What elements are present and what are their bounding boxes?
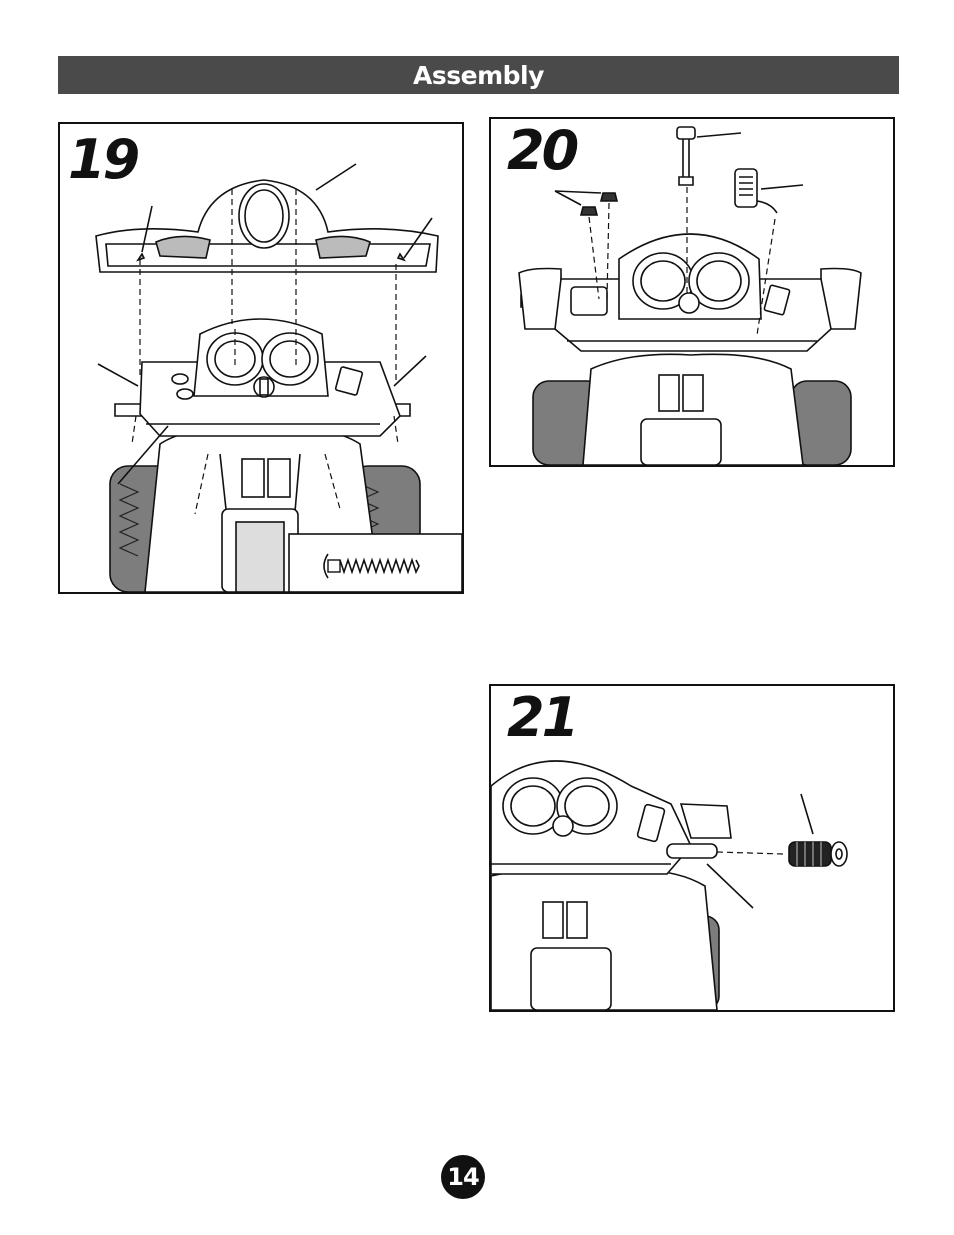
step-20-panel: 20 xyxy=(489,117,895,467)
step-number: 19 xyxy=(68,128,137,191)
key-icon xyxy=(677,127,695,185)
section-header: Assembly xyxy=(58,56,899,94)
screw-inset xyxy=(289,534,462,592)
section-title: Assembly xyxy=(413,61,544,90)
step-19-illustration xyxy=(60,124,462,592)
step-21-panel: 21 xyxy=(489,684,895,1012)
step-number: 21 xyxy=(507,686,576,749)
handlebar-grip-icon xyxy=(789,842,847,866)
horn-button-icon xyxy=(735,169,777,213)
step-19-panel: 19 xyxy=(58,122,464,594)
page-number: 14 xyxy=(441,1155,485,1199)
step-number: 20 xyxy=(507,119,576,182)
